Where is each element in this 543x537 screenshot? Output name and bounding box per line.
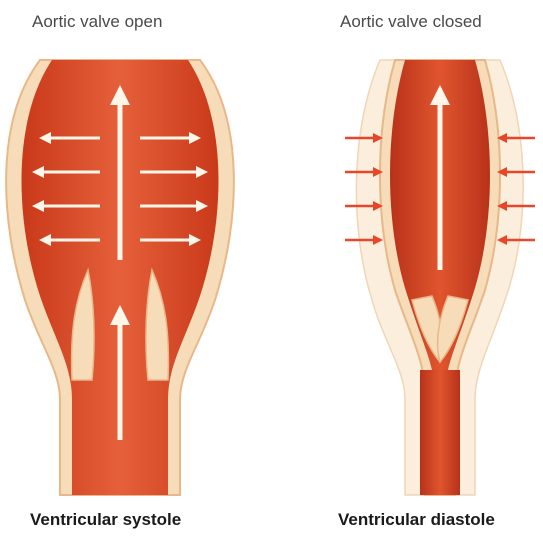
label-aortic-valve-open: Aortic valve open bbox=[32, 12, 162, 32]
label-ventricular-systole: Ventricular systole bbox=[30, 510, 181, 530]
label-aortic-valve-closed: Aortic valve closed bbox=[340, 12, 482, 32]
label-ventricular-diastole: Ventricular diastole bbox=[338, 510, 495, 530]
